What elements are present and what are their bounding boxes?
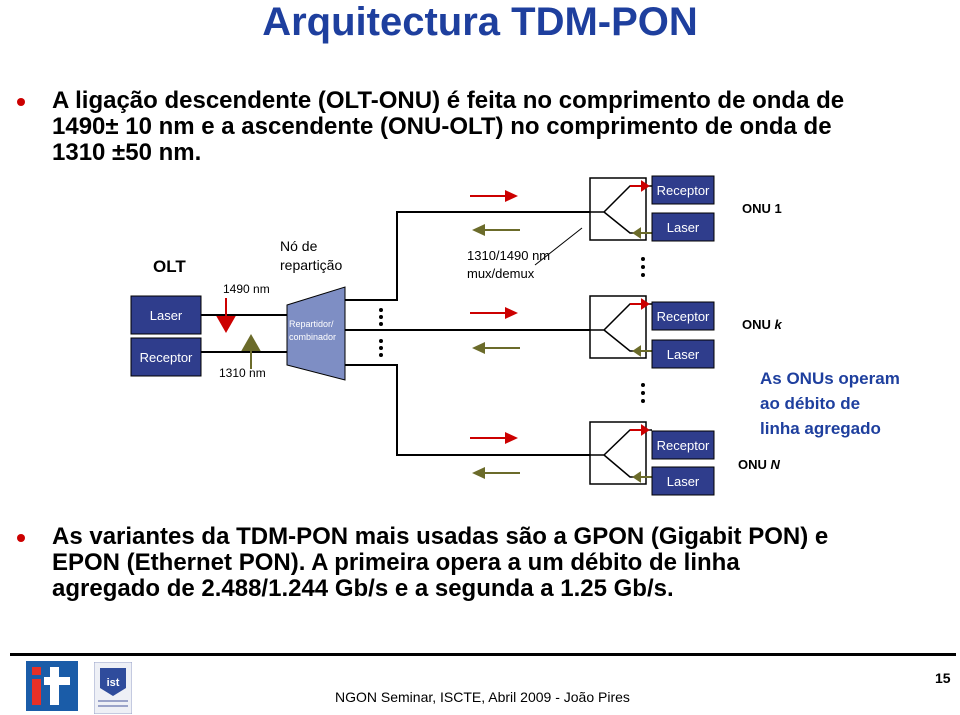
onu-n-demux-box bbox=[589, 421, 647, 485]
onu-rate-note-box bbox=[752, 357, 945, 445]
olt-receptor-text: Receptor bbox=[140, 350, 193, 365]
onu-1-down-small-arrow-icon bbox=[630, 180, 650, 192]
node-label-line-1: Nó de bbox=[280, 238, 318, 254]
onu-k-down-small-arrow-icon bbox=[630, 298, 650, 310]
onu-n-suffix: N bbox=[771, 457, 781, 472]
ist-logo: ist bbox=[94, 662, 132, 714]
onu-rate-note-line-1: As ONUs operam bbox=[760, 369, 900, 388]
fiber-to-onu-n bbox=[345, 364, 590, 456]
down-wavelength-label: 1490 nm bbox=[223, 282, 270, 296]
svg-text:ist: ist bbox=[107, 677, 120, 689]
olt-down-arrow-icon bbox=[216, 298, 236, 334]
onu-1-label: ONU 1 bbox=[742, 201, 782, 216]
bullet-1-line-3: 1310 ±50 nm. bbox=[52, 139, 202, 166]
onu-k-up-arrow-icon bbox=[472, 342, 520, 354]
footer-text: NGON Seminar, ISCTE, Abril 2009 - João P… bbox=[335, 689, 630, 705]
bullet-paragraph-2: As variantes da TDM-PON mais usadas são … bbox=[52, 524, 828, 602]
onu-n-label: ONU N bbox=[738, 457, 781, 472]
mux-label-pointer bbox=[534, 227, 583, 266]
up-wavelength-label: 1310 nm bbox=[219, 366, 266, 380]
onu-n-laser-text: Laser bbox=[667, 474, 700, 489]
onu-1-receptor-text: Receptor bbox=[657, 183, 710, 198]
bullet-1-line-1: A ligação descendente (OLT-ONU) é feita … bbox=[52, 87, 845, 114]
onu-1-down-arrow-icon bbox=[470, 190, 518, 202]
onu-1-laser-text: Laser bbox=[667, 220, 700, 235]
onu-n-prefix: ONU bbox=[738, 457, 767, 472]
splitter-label-line-2: combinador bbox=[289, 332, 336, 342]
olt-label: OLT bbox=[153, 257, 186, 276]
onu-k-laser-box bbox=[651, 339, 715, 369]
onu-k-down-arrow-icon bbox=[470, 307, 518, 319]
bullet-2-line-3: agregado de 2.488/1.244 Gb/s e a segunda… bbox=[52, 575, 674, 602]
onu-ellipsis-1 bbox=[641, 257, 645, 277]
onu-1-receptor-box bbox=[651, 175, 715, 205]
onu-n-demux-lines bbox=[590, 429, 652, 478]
onu-k-receptor-box bbox=[651, 301, 715, 331]
splitter-block bbox=[286, 286, 346, 381]
onu-k-demux-box bbox=[589, 295, 647, 359]
splitter-label-line-1: Repartidor/ bbox=[289, 319, 334, 329]
onu-k-suffix: k bbox=[775, 317, 783, 332]
onu-rate-note-line-2: ao débito de bbox=[760, 394, 860, 413]
onu-n-down-small-arrow-icon bbox=[630, 424, 650, 436]
onu-1-up-small-arrow-icon bbox=[632, 227, 652, 239]
onu-n-laser-box bbox=[651, 466, 715, 496]
olt-up-arrow-icon bbox=[241, 333, 261, 369]
onu-k-prefix: ONU bbox=[742, 317, 771, 332]
onu-ellipsis-2 bbox=[641, 383, 645, 403]
node-label-line-2: repartição bbox=[280, 257, 342, 273]
onu-k-receptor-text: Receptor bbox=[657, 309, 710, 324]
bullet-marker bbox=[17, 534, 25, 542]
page-number: 15 bbox=[935, 670, 951, 686]
onu-n-up-arrow-icon bbox=[472, 467, 520, 479]
bullet-1-line-2: 1490± 10 nm e a ascendente (ONU-OLT) no … bbox=[52, 113, 832, 140]
bullet-paragraph-1: A ligação descendente (OLT-ONU) é feita … bbox=[52, 88, 844, 166]
bullet-2-line-1: As variantes da TDM-PON mais usadas são … bbox=[52, 523, 829, 550]
mux-label-line-2: mux/demux bbox=[467, 266, 535, 281]
fiber-to-onu-1 bbox=[345, 211, 590, 301]
slide-title: Arquitectura TDM-PON bbox=[262, 0, 698, 44]
olt-laser-box bbox=[130, 295, 202, 335]
onu-n-down-arrow-icon bbox=[470, 432, 518, 444]
onu-1-demux-lines bbox=[590, 185, 652, 234]
onu-k-label: ONU k bbox=[742, 317, 783, 332]
splitter-ellipsis-1 bbox=[379, 308, 383, 326]
onu-1-laser-box bbox=[651, 212, 715, 242]
it-logo bbox=[26, 661, 78, 711]
splitter-ellipsis-2 bbox=[379, 339, 383, 357]
tdm-pon-diagram: OLT Laser Receptor 1490 nm 1310 nm Nó de… bbox=[130, 175, 945, 496]
onu-k-demux-lines bbox=[590, 303, 652, 352]
onu-n-receptor-text: Receptor bbox=[657, 438, 710, 453]
onu-k-up-small-arrow-icon bbox=[632, 345, 652, 357]
onu-1-demux-box bbox=[589, 177, 647, 241]
bullet-marker bbox=[17, 98, 25, 106]
onu-k-laser-text: Laser bbox=[667, 347, 700, 362]
olt-receptor-box bbox=[130, 337, 202, 377]
bullet-2-line-2: EPON (Ethernet PON). A primeira opera a … bbox=[52, 549, 740, 576]
mux-label-line-1: 1310/1490 nm bbox=[467, 248, 550, 263]
onu-rate-note-line-3: linha agregado bbox=[760, 419, 881, 438]
onu-n-up-small-arrow-icon bbox=[632, 471, 652, 483]
onu-n-receptor-box bbox=[651, 430, 715, 460]
olt-laser-text: Laser bbox=[150, 308, 183, 323]
footer-divider bbox=[10, 653, 956, 656]
onu-1-up-arrow-icon bbox=[472, 224, 520, 236]
